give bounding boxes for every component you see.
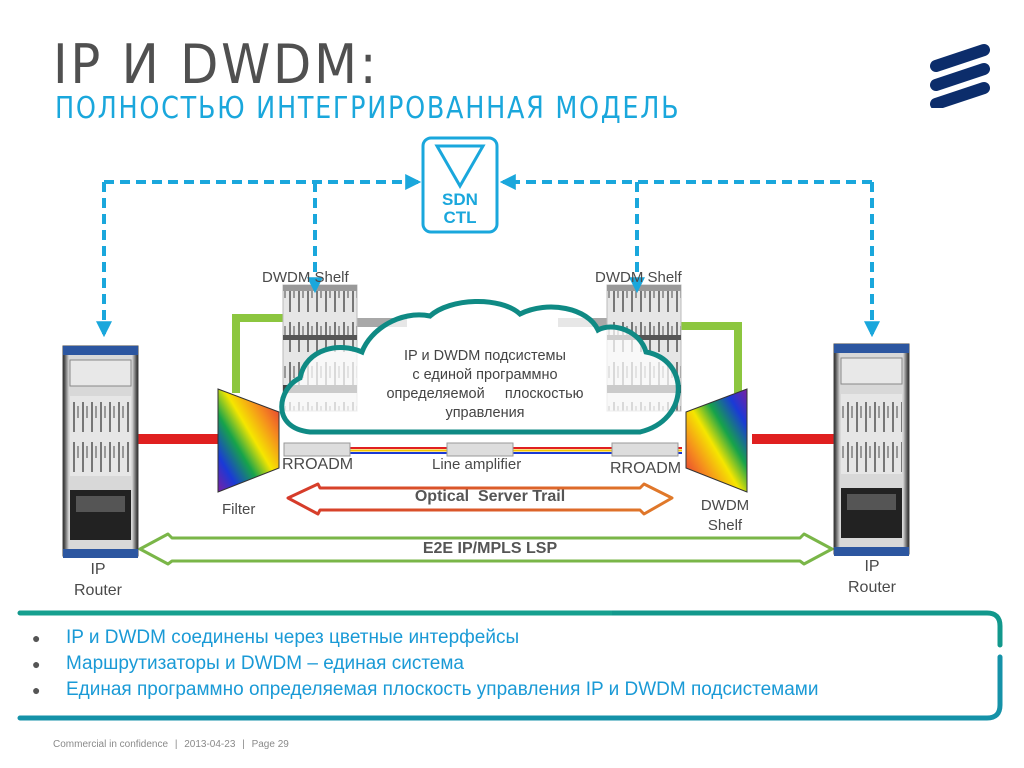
filter-label: Filter (222, 501, 256, 518)
page-title: IP И DWDM: (53, 33, 380, 96)
red-link-left (137, 434, 220, 444)
dwdm-shelf-left-label: DWDM Shelf (262, 269, 349, 286)
footer-separator: | (242, 739, 245, 750)
bullet-item: ●IP и DWDM соединены через цветные интер… (32, 627, 520, 648)
control-plane-cloud (279, 298, 681, 435)
red-link-right (752, 434, 834, 444)
network-diagram (62, 136, 910, 566)
dwdm-shelf-filter-label: DWDM Shelf (700, 497, 750, 534)
rroadm-left-device (283, 442, 351, 457)
rroadm-right-label: RROADM (610, 460, 682, 477)
line-amplifier-device (446, 442, 514, 457)
ip-router-left (62, 345, 139, 558)
dwdm-shelf-right-label: DWDM Shelf (595, 269, 682, 286)
green-link-left (232, 314, 285, 393)
optical-server-trail-label: Optical Server Trail (414, 488, 566, 505)
footer: Commercial in confidence | 2013-04-23 | … (53, 739, 293, 750)
footer-separator: | (174, 739, 178, 750)
filter-right (685, 388, 748, 493)
gray-link-left (357, 318, 407, 327)
summary-box: ●IP и DWDM соединены через цветные интер… (12, 605, 1006, 723)
e2e-lsp-label: E2E IP/MPLS LSP (422, 540, 558, 557)
ip-router-right-label: IP Router (847, 558, 897, 596)
green-link-right (676, 322, 742, 393)
e2e-lsp-arrow (138, 532, 834, 566)
summary-box-border (17, 610, 1003, 721)
ip-router-right (833, 343, 910, 556)
optical-server-trail-arrow (286, 482, 674, 516)
cloud-text: IP и DWDM подсистемы с единой программно… (386, 348, 584, 421)
footer-page: Page 29 (251, 739, 289, 750)
ericsson-logo-icon (930, 44, 990, 108)
bullet-item: ●Единая программно определяемая плоскост… (32, 679, 819, 700)
sdn-controller-label[interactable]: SDN CTL (442, 190, 478, 227)
rroadm-right-device (611, 442, 679, 457)
rroadm-left-label: RROADM (282, 456, 354, 473)
line-amplifier-label: Line amplifier (432, 456, 522, 473)
triangle-down-icon (434, 144, 486, 190)
summary-list: ●IP и DWDM соединены через цветные интер… (32, 625, 818, 703)
page-subtitle: ПОЛНОСТЬЮ ИНТЕГРИРОВАННАЯ МОДЕЛЬ (55, 91, 681, 126)
footer-date: 2013-04-23 (184, 739, 236, 750)
footer-confidentiality: Commercial in confidence (53, 739, 169, 750)
ip-router-left-label: IP Router (73, 561, 123, 599)
bullet-item: ●Маршрутизаторы и DWDM – единая система (32, 653, 464, 674)
filter-left (217, 388, 280, 493)
